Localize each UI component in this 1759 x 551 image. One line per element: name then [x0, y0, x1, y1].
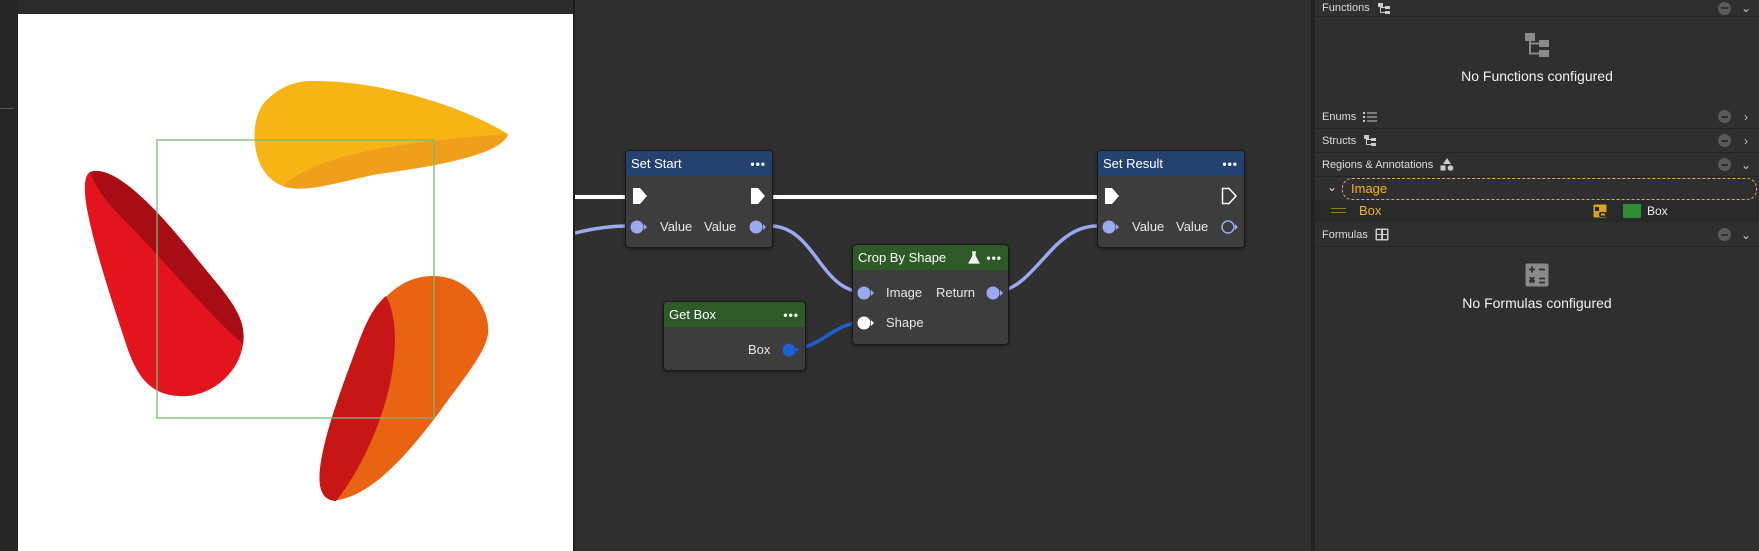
image-canvas[interactable]: [18, 14, 573, 551]
enums-title: Enums: [1322, 110, 1357, 123]
node-title: Get Box: [669, 307, 716, 322]
more-options-icon[interactable]: •••: [783, 307, 799, 322]
hierarchy-icon: [1525, 33, 1549, 57]
node-title: Crop By Shape: [858, 250, 947, 265]
chevron-down-icon[interactable]: ⌄: [1327, 180, 1338, 194]
image-in-pin-icon[interactable]: [857, 285, 877, 301]
region-item-name: Box: [1359, 203, 1382, 218]
flask-icon: [968, 251, 980, 264]
viewer-divider[interactable]: [573, 0, 575, 551]
shapes-icon: [1440, 158, 1454, 171]
chevron-down-icon[interactable]: ⌄: [1741, 1, 1752, 15]
exec-out-pin-icon[interactable]: [750, 187, 766, 207]
shape-in-label: Shape: [886, 315, 924, 330]
region-group-row[interactable]: ⌄ Image: [1315, 177, 1759, 200]
formulas-section-header[interactable]: Formulas ⌄: [1315, 223, 1759, 247]
image-in-label: Image: [886, 285, 923, 300]
value-wire-in: [575, 224, 629, 235]
calculator-icon: [1525, 263, 1549, 287]
return-out-pin-icon[interactable]: [986, 285, 1006, 301]
collapse-all-button[interactable]: [1718, 1, 1731, 15]
regions-section-header[interactable]: Regions & Annotations ⌄: [1315, 153, 1759, 177]
region-group-box[interactable]: Image: [1342, 178, 1757, 200]
value-out-pin-icon[interactable]: [749, 219, 769, 235]
chevron-right-icon[interactable]: ›: [1744, 133, 1748, 148]
collapse-button[interactable]: [1718, 228, 1731, 241]
collapse-button[interactable]: [1718, 110, 1731, 123]
formulas-empty-state: No Formulas configured: [1315, 263, 1759, 311]
region-type-label: Box: [1647, 204, 1668, 218]
node-header[interactable]: Crop By Shape •••: [853, 245, 1008, 270]
node-set-result[interactable]: Set Result ••• Value Value: [1097, 150, 1245, 248]
node-header[interactable]: Set Result •••: [1098, 151, 1244, 176]
region-link-icon[interactable]: [1593, 204, 1609, 219]
more-options-icon[interactable]: •••: [750, 156, 766, 171]
region-item-row[interactable]: Box Box: [1315, 200, 1759, 222]
chevron-down-icon[interactable]: ⌄: [1741, 157, 1752, 172]
drag-handle-icon[interactable]: [1331, 208, 1346, 209]
box-out-pin-icon[interactable]: [782, 342, 802, 358]
shape-in-pin-icon[interactable]: [857, 315, 877, 331]
functions-empty-text: No Functions configured: [1461, 68, 1613, 84]
return-out-label: Return: [936, 285, 976, 300]
node-crop-by-shape[interactable]: Crop By Shape ••• Image Return Shape: [852, 244, 1009, 345]
exec-in-pin-icon[interactable]: [1104, 187, 1120, 207]
node-header[interactable]: Get Box •••: [664, 302, 805, 327]
value-out-label: Value: [704, 219, 737, 234]
value-in-pin-icon[interactable]: [630, 219, 650, 235]
yellow-petal: [254, 80, 508, 189]
list-icon: [1363, 111, 1378, 123]
panel-divider[interactable]: [1311, 0, 1315, 551]
hierarchy-icon: [1377, 2, 1391, 15]
side-panel: Functions ⌄ No Functions configured Enum…: [1315, 0, 1759, 551]
functions-section-header[interactable]: Functions ⌄: [1315, 0, 1759, 17]
node-get-box[interactable]: Get Box ••• Box: [663, 301, 806, 371]
functions-title: Functions: [1322, 2, 1370, 14]
structs-title: Structs: [1322, 134, 1357, 147]
more-options-icon[interactable]: •••: [1222, 156, 1238, 171]
formulas-title: Formulas: [1322, 228, 1368, 241]
chevron-right-icon[interactable]: ›: [1744, 109, 1748, 124]
node-title: Set Result: [1103, 156, 1163, 171]
region-color-swatch[interactable]: [1623, 204, 1641, 218]
exec-in-pin-icon[interactable]: [632, 187, 648, 207]
chevron-down-icon[interactable]: ⌄: [1741, 227, 1752, 242]
value-out-pin-icon[interactable]: [1221, 219, 1241, 235]
node-header[interactable]: Set Start •••: [626, 151, 772, 176]
node-set-start[interactable]: Set Start ••• Value Value: [625, 150, 773, 248]
value-in-pin-icon[interactable]: [1102, 219, 1122, 235]
formulas-empty-text: No Formulas configured: [1462, 295, 1612, 311]
value-wire-start-crop: [769, 224, 865, 294]
strip-divider: [0, 108, 14, 109]
viewer-left-strip: [0, 0, 18, 551]
value-out-label: Value: [1176, 219, 1209, 234]
red-petal: [84, 170, 244, 397]
exec-out-pin-icon[interactable]: [1221, 187, 1239, 207]
image-viewer[interactable]: [0, 0, 573, 551]
orange-petal: [319, 276, 489, 501]
more-options-icon[interactable]: •••: [986, 250, 1002, 265]
calculator-icon: [1375, 228, 1389, 241]
node-title: Set Start: [631, 156, 682, 171]
regions-title: Regions & Annotations: [1322, 158, 1434, 171]
region-group-label: Image: [1351, 181, 1388, 196]
value-in-label: Value: [660, 219, 693, 234]
box-out-label: Box: [748, 342, 771, 357]
value-in-label: Value: [1132, 219, 1165, 234]
node-graph-editor[interactable]: Set Start ••• Value Value Crop By Shape …: [575, 0, 1311, 551]
collapse-button[interactable]: [1718, 158, 1731, 171]
structs-section-header[interactable]: Structs ›: [1315, 129, 1759, 153]
collapse-button[interactable]: [1718, 134, 1731, 147]
hierarchy-icon: [1363, 134, 1377, 147]
box-annotation[interactable]: [156, 139, 435, 419]
enums-section-header[interactable]: Enums ›: [1315, 105, 1759, 129]
image-drawing: [84, 80, 508, 501]
functions-empty-state: No Functions configured: [1315, 32, 1759, 84]
